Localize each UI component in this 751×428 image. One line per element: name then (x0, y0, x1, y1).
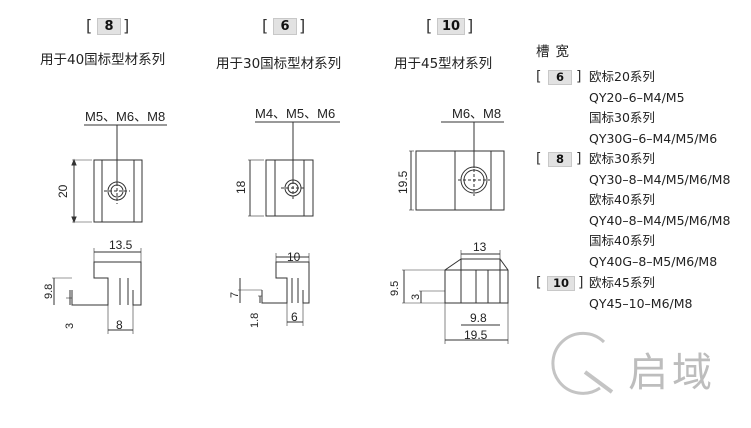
dim-height-10: 19.5 (396, 170, 410, 194)
nut-6-front-view (248, 121, 340, 217)
list-item: 欧标40系列 (589, 192, 655, 207)
dim-bottom-width-10: 9.8 (470, 311, 487, 325)
list-item: QY40G–8–M5/M6/M8 (589, 254, 718, 269)
nut-10-front-view (409, 121, 505, 211)
slot-badge-8: [ 8 ] (86, 16, 130, 35)
q-logo-icon (551, 331, 614, 395)
brand-watermark: 启域 (628, 350, 716, 396)
nut-10-side-view (402, 250, 509, 344)
dim-h1-6: 7 (229, 292, 241, 298)
list-badge-8: [ 8 ] (536, 151, 582, 167)
list-item: QY30G–6–M4/M5/M6 (589, 131, 718, 146)
list-item: QY45–10–M6/M8 (589, 296, 693, 311)
list-item: QY20–6–M4/M5 (589, 90, 685, 105)
list-item: QY30–8–M4/M5/M6/M8 (589, 172, 731, 187)
list-badge-6: [ 6 ] (536, 69, 582, 85)
caption-40-series: 用于40国标型材系列 (40, 52, 166, 68)
dim-h2-10: 3 (410, 294, 422, 300)
dim-height-6: 18 (234, 180, 248, 194)
slot-badge-6: [ 6 ] (262, 16, 306, 35)
dim-height-8: 20 (56, 184, 70, 198)
slot-badge-10: [ 10 ] (426, 16, 474, 35)
callout-thread-10: M6、M8 (452, 106, 501, 121)
callout-thread-8: M5、M6、M8 (85, 109, 165, 124)
dim-top-width-8: 13.5 (109, 238, 133, 252)
dim-bottom-width-6: 6 (291, 310, 298, 324)
dim-top-width-6: 10 (287, 250, 301, 264)
dim-h1-8: 9.8 (43, 284, 55, 299)
dim-base-width-10: 19.5 (464, 328, 488, 342)
callout-thread-6: M4、M5、M6 (255, 106, 335, 121)
list-item: 欧标30系列 (589, 151, 655, 166)
list-item: 欧标45系列 (589, 275, 655, 290)
list-item: 国标40系列 (589, 233, 655, 248)
nut-8-side-view (52, 248, 142, 334)
list-item: 国标30系列 (589, 110, 655, 125)
caption-30-series: 用于30国标型材系列 (216, 56, 342, 72)
list-item: QY40–8–M4/M5/M6/M8 (589, 213, 731, 228)
nut-8-front-view (71, 124, 167, 224)
dim-h2-6: 1.8 (249, 313, 261, 328)
nut-6-side-view (238, 253, 310, 326)
slot-width-header: 槽宽 (536, 44, 575, 60)
dim-top-width-10: 13 (473, 240, 487, 254)
dim-h1-10: 9.5 (389, 281, 401, 296)
caption-45-series: 用于45型材系列 (394, 56, 493, 72)
dim-h2-8: 3 (64, 323, 76, 329)
list-item: 欧标20系列 (589, 69, 655, 84)
list-badge-10: [ 10 ] (536, 275, 584, 291)
dim-bottom-width-8: 8 (116, 318, 123, 332)
